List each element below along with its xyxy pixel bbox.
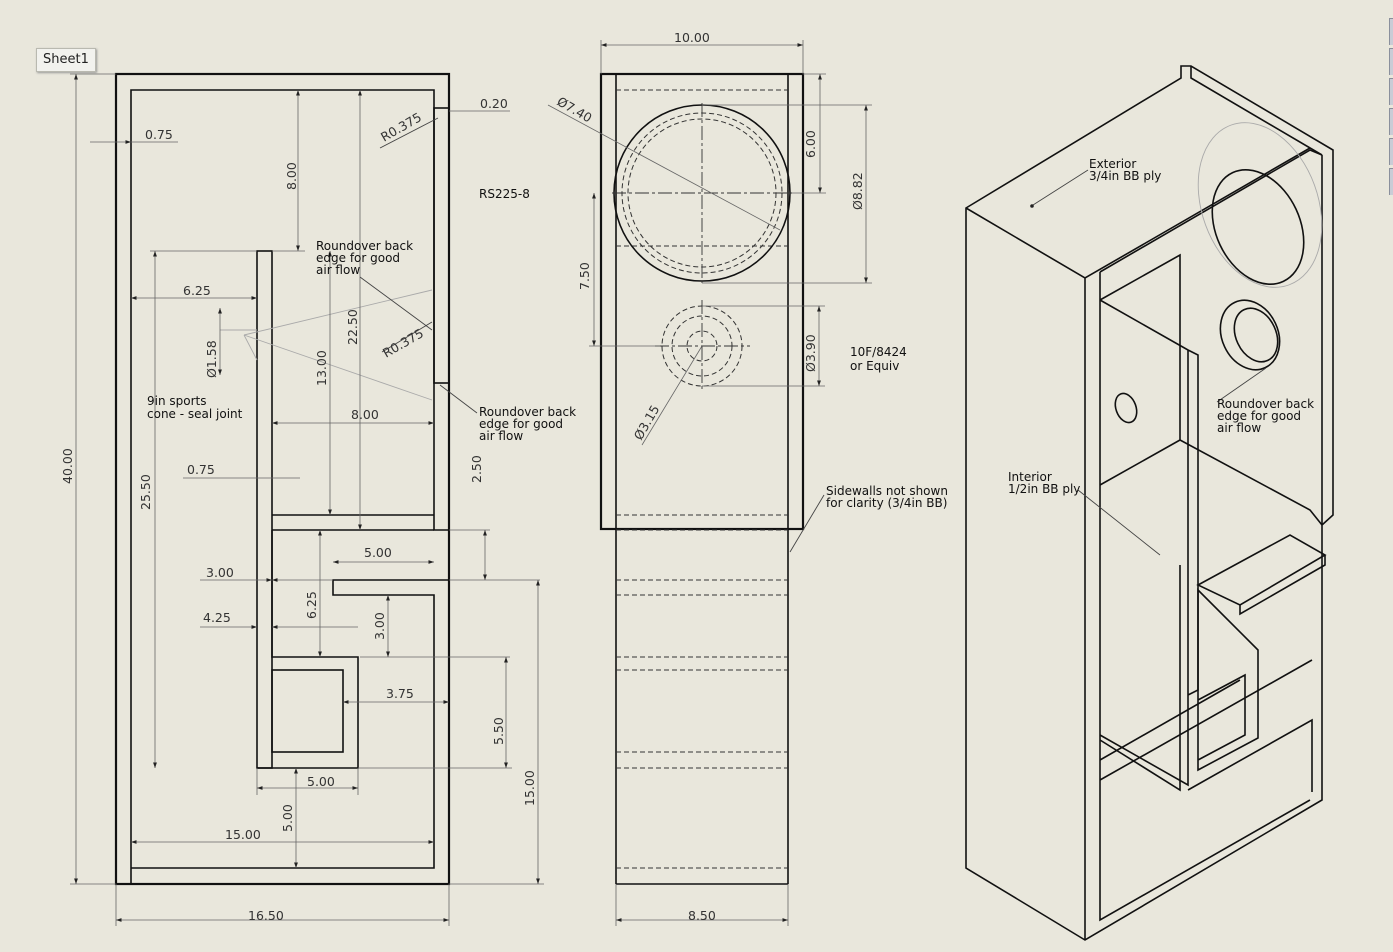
front-dimension-lines [547, 40, 872, 926]
dim-lower-height: 15.00 [522, 770, 537, 806]
dim-port-inset: 5.00 [364, 545, 392, 560]
tweeter-centerlines [655, 300, 750, 392]
roundover-lower-2: edge for good [479, 417, 563, 431]
woofer-centerlines [612, 103, 792, 283]
front-baffle-outline [599, 72, 805, 531]
cone-ghost-lines [220, 289, 433, 401]
dim-port-length: 22.50 [345, 309, 360, 345]
dim-total-height: 40.00 [60, 448, 75, 484]
inner-cabinet-outline [130, 89, 449, 884]
dim-wall-mid: 0.75 [187, 462, 215, 477]
iso-roundover-1: Roundover back [1217, 397, 1314, 411]
dim-base-width: 15.00 [225, 827, 261, 842]
cone-note-1: 9in sports [147, 394, 207, 408]
side-dimension-lines [70, 73, 544, 926]
exterior-note-1: Exterior [1089, 157, 1136, 171]
iso-leaders [1032, 169, 1267, 556]
outer-cabinet-outline [114, 72, 451, 886]
iso-woofer-hole [1211, 168, 1305, 286]
toolbar-button[interactable] [1389, 138, 1393, 165]
interior-note-1: Interior [1008, 470, 1052, 484]
dim-box-height: 5.50 [491, 717, 506, 745]
interior-note-2: 1/2in BB ply [1008, 482, 1080, 496]
toolbar-button[interactable] [1389, 48, 1393, 75]
model-note: RS225-8 [479, 187, 530, 201]
iso-lower-frame [1099, 659, 1313, 792]
tweeter-note-2: or Equiv [850, 359, 899, 373]
dim-overall-depth: 16.50 [248, 908, 284, 923]
tweeter-core-circle [686, 330, 718, 362]
dim-port-dia: Ø1.58 [204, 340, 219, 378]
cone-note-2: cone - seal joint [147, 407, 243, 421]
dim-line-length: 25.50 [138, 474, 153, 510]
dim-box-width: 3.75 [386, 686, 414, 701]
iso-outer-shell [965, 65, 1334, 941]
dim-wall-top: 0.75 [145, 127, 173, 142]
dim-upper-roundover: R0.375 [378, 109, 424, 144]
iso-leader-dot [1030, 204, 1034, 208]
roundover-upper-2: edge for good [316, 251, 400, 265]
dim-front-width: 10.00 [674, 30, 710, 45]
roundover-lower-1: Roundover back [479, 405, 576, 419]
iso-roundover-3: air flow [1217, 421, 1261, 435]
dim-gap: 2.50 [469, 455, 484, 483]
toolbar-button[interactable] [1389, 78, 1393, 105]
dim-woofer-cutout: Ø7.40 [555, 94, 595, 126]
dim-woofer-offset: 6.00 [803, 130, 818, 158]
sidewall-note-2: for clarity (3/4in BB) [826, 496, 947, 510]
dim-cone-section: 13.00 [314, 350, 329, 386]
iso-shelves [1196, 534, 1327, 772]
iso-tweeter-ring-inner [1233, 307, 1279, 363]
dim-step-a: 3.00 [206, 565, 234, 580]
dim-step-b: 4.25 [203, 610, 231, 625]
dim-front-base: 8.50 [688, 908, 716, 923]
sidewall-leader [789, 494, 825, 553]
dim-lower-roundover: R0.375 [380, 325, 426, 360]
dim-base-gap: 5.00 [280, 804, 295, 832]
iso-woofer-ghost [1197, 122, 1323, 288]
dim-baffle-width: 8.00 [351, 407, 379, 422]
roundover-upper-3: air flow [316, 263, 360, 277]
dim-tweeter-outer: Ø3.90 [803, 334, 818, 372]
dim-tweeter-cutout: Ø3.15 [631, 402, 663, 442]
sidewall-note-1: Sidewalls not shown [826, 484, 948, 498]
side-section-view: 0.75 0.20 8.00 R0.375 6.25 Ø1.58 13.00 2… [60, 72, 576, 926]
side-toolbar-strip [1389, 18, 1393, 198]
toolbar-button[interactable] [1389, 168, 1393, 195]
roundover-lower-3: air flow [479, 429, 523, 443]
iso-port-hole [1114, 392, 1138, 424]
roundover-upper-1: Roundover back [316, 239, 413, 253]
isometric-view: Exterior 3/4in BB ply Interior 1/2in BB … [965, 65, 1334, 941]
front-side-lines [615, 74, 789, 885]
dim-slot-depth: 0.20 [480, 96, 508, 111]
toolbar-button[interactable] [1389, 108, 1393, 135]
iso-tweeter-ring-outer [1219, 299, 1281, 371]
dim-box-bottom: 5.00 [307, 774, 335, 789]
dim-shelf-gap: 3.00 [372, 612, 387, 640]
inner-box [271, 669, 344, 753]
exterior-note-2: 3/4in BB ply [1089, 169, 1161, 183]
dim-upper-height: 8.00 [284, 162, 299, 190]
dim-woofer-outer: Ø8.82 [850, 172, 865, 210]
side-leaders [359, 117, 478, 414]
iso-top-edge [965, 66, 1323, 940]
front-view: 10.00 Ø7.40 6.00 Ø8.82 7.50 Ø3.90 Ø3.15 … [547, 30, 948, 926]
sheet-tab[interactable]: Sheet1 [36, 48, 96, 72]
iso-roundover-2: edge for good [1217, 409, 1301, 423]
dim-center-spacing: 7.50 [577, 262, 592, 290]
tweeter-note-1: 10F/8424 [850, 345, 907, 359]
dim-chamber-width: 6.25 [183, 283, 211, 298]
iso-inner-panels [1099, 253, 1323, 792]
toolbar-button[interactable] [1389, 18, 1393, 45]
driver-slot [433, 107, 450, 384]
dim-lower-chamber: 6.25 [304, 591, 319, 619]
lower-divider [257, 514, 434, 769]
inner-base-line [131, 579, 449, 869]
